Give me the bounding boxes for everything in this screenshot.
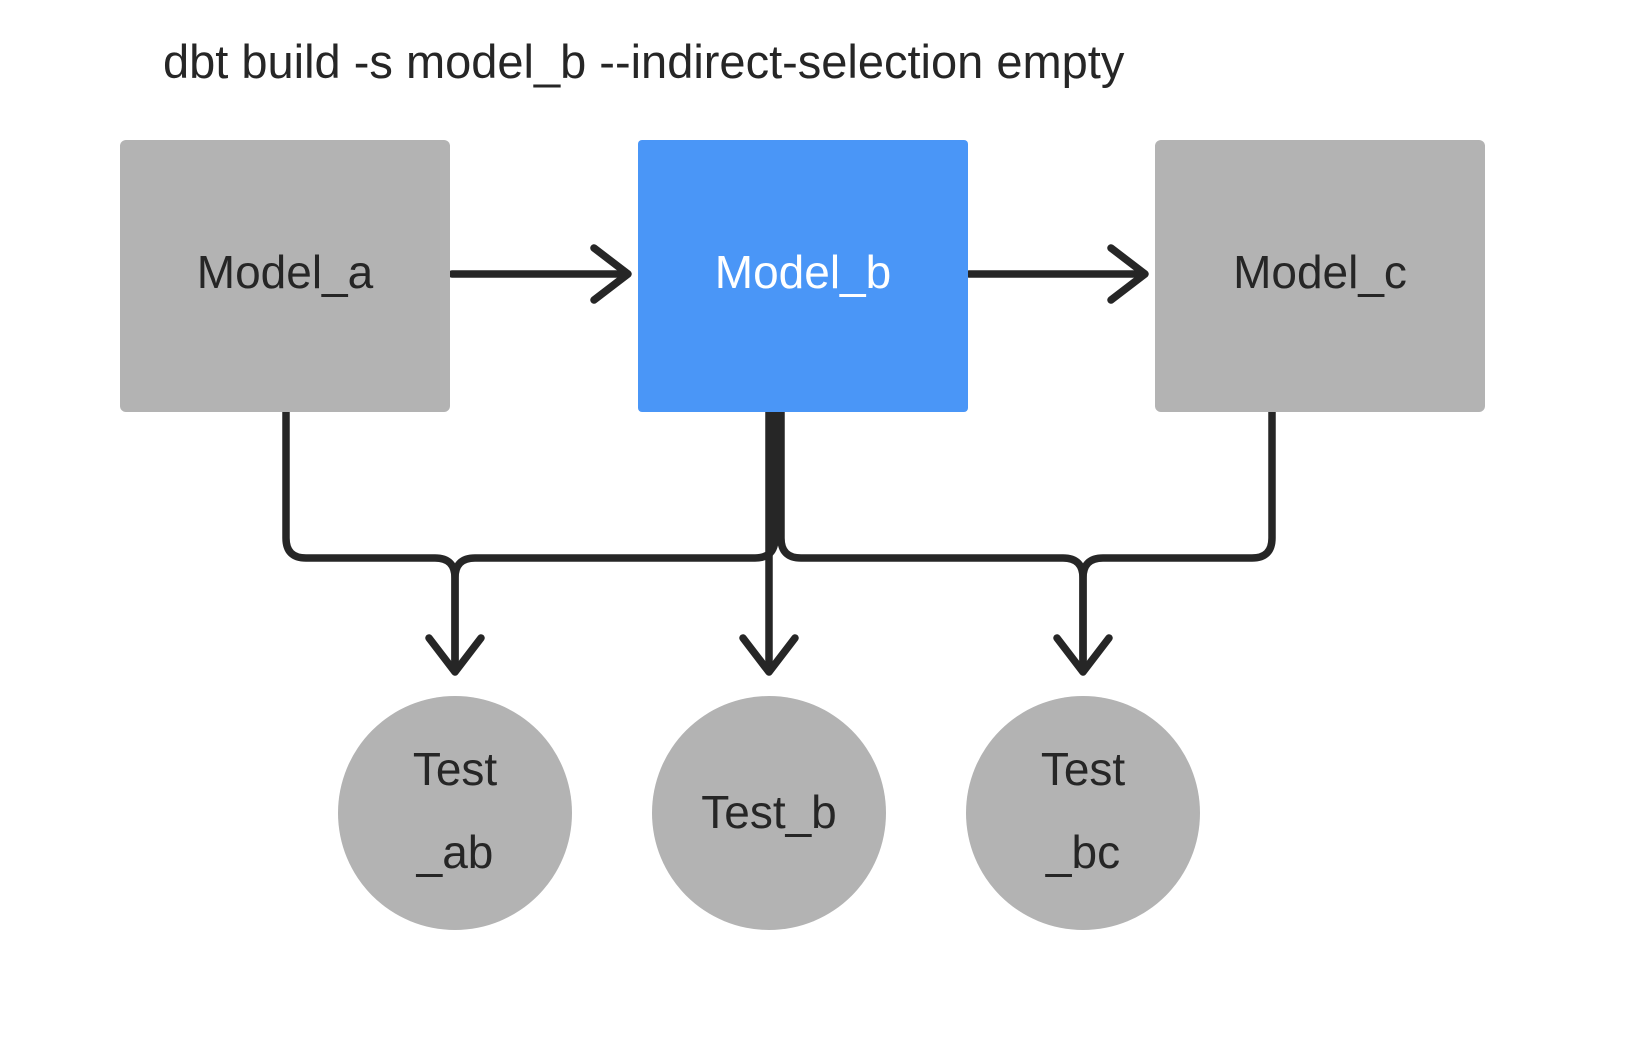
edge-model-b-to-test-ab bbox=[451, 408, 779, 674]
node-test-ab-label-line1: Test bbox=[413, 743, 498, 795]
node-test-bc-shape[interactable] bbox=[966, 696, 1200, 930]
node-model-b-label: Model_b bbox=[715, 246, 891, 298]
node-model-c[interactable]: Model_c bbox=[1155, 140, 1485, 412]
node-model-c-label: Model_c bbox=[1233, 246, 1407, 298]
node-test-ab[interactable]: Test _ab bbox=[338, 696, 572, 930]
node-test-b-label-line1: Test_b bbox=[701, 786, 837, 838]
edge-model-b-to-test-b bbox=[739, 408, 799, 676]
edge-model-a-to-model-b-arrowhead bbox=[590, 244, 632, 304]
edge-model-b-to-test-b-arrowhead bbox=[739, 634, 799, 676]
edge-model-a-to-test-ab-line bbox=[282, 408, 459, 674]
edge-model-c-to-test-bc bbox=[1079, 408, 1276, 674]
edge-model-a-to-model-b bbox=[448, 244, 632, 304]
edge-model-b-to-test-ab-line bbox=[451, 408, 779, 674]
diagram-title: dbt build -s model_b --indirect-selectio… bbox=[163, 35, 1125, 88]
node-model-a-shape[interactable] bbox=[120, 140, 450, 412]
node-test-bc-label-line1: Test bbox=[1041, 743, 1126, 795]
node-test-ab-label-line2: _ab bbox=[416, 826, 494, 878]
edge-model-b-to-model-c bbox=[965, 244, 1149, 304]
node-model-b-shape[interactable] bbox=[638, 140, 968, 412]
node-test-b-shape[interactable] bbox=[652, 696, 886, 930]
node-test-ab-shape[interactable] bbox=[338, 696, 572, 930]
node-test-b[interactable]: Test_b bbox=[652, 696, 886, 930]
node-model-a-label: Model_a bbox=[197, 246, 374, 298]
node-model-b[interactable]: Model_b bbox=[638, 140, 968, 412]
node-test-bc[interactable]: Test _bc bbox=[966, 696, 1200, 930]
edge-model-b-to-test-bc bbox=[777, 408, 1113, 676]
edge-model-c-to-test-bc-line bbox=[1079, 408, 1276, 674]
node-model-a[interactable]: Model_a bbox=[120, 140, 450, 412]
edge-model-b-to-test-bc-line bbox=[777, 408, 1087, 674]
node-test-bc-label-line2: _bc bbox=[1045, 826, 1120, 878]
node-model-c-shape[interactable] bbox=[1155, 140, 1485, 412]
edge-model-b-to-model-c-arrowhead bbox=[1107, 244, 1149, 304]
